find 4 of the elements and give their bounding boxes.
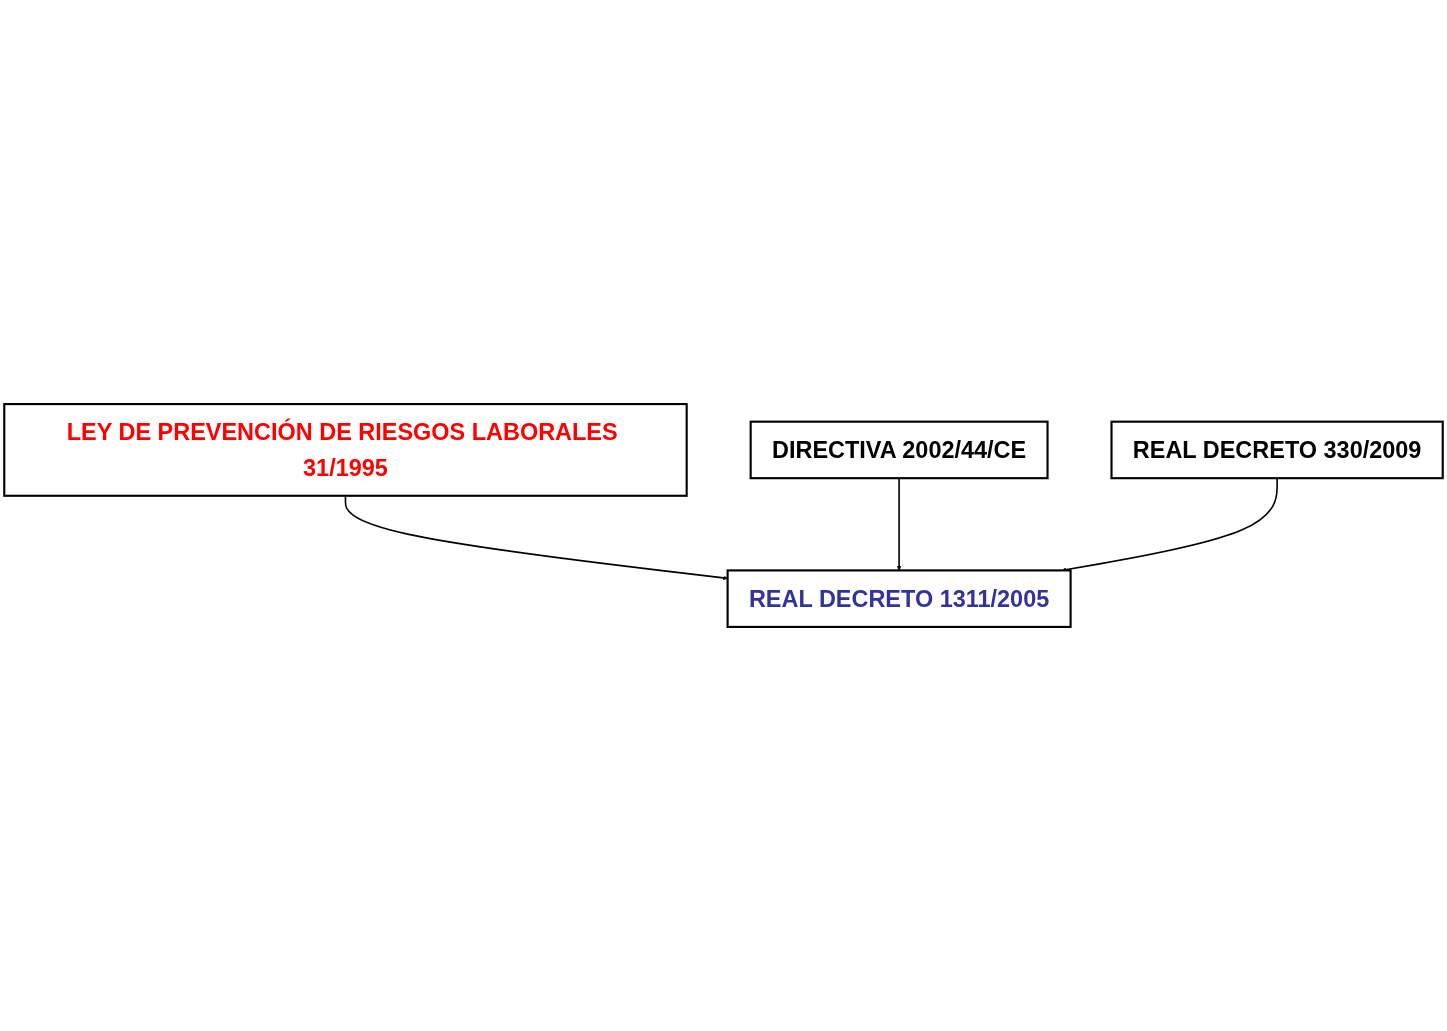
node-box: DIRECTIVA 2002/44/CE (749, 420, 1049, 480)
node-box: REAL DECRETO 330/2009 (1110, 420, 1444, 480)
node-box: LEY DE PREVENCIÓN DE RIESGOS LABORALES 31/1995 (3, 403, 688, 497)
node-box: REAL DECRETO 1311/2005 (726, 569, 1072, 628)
